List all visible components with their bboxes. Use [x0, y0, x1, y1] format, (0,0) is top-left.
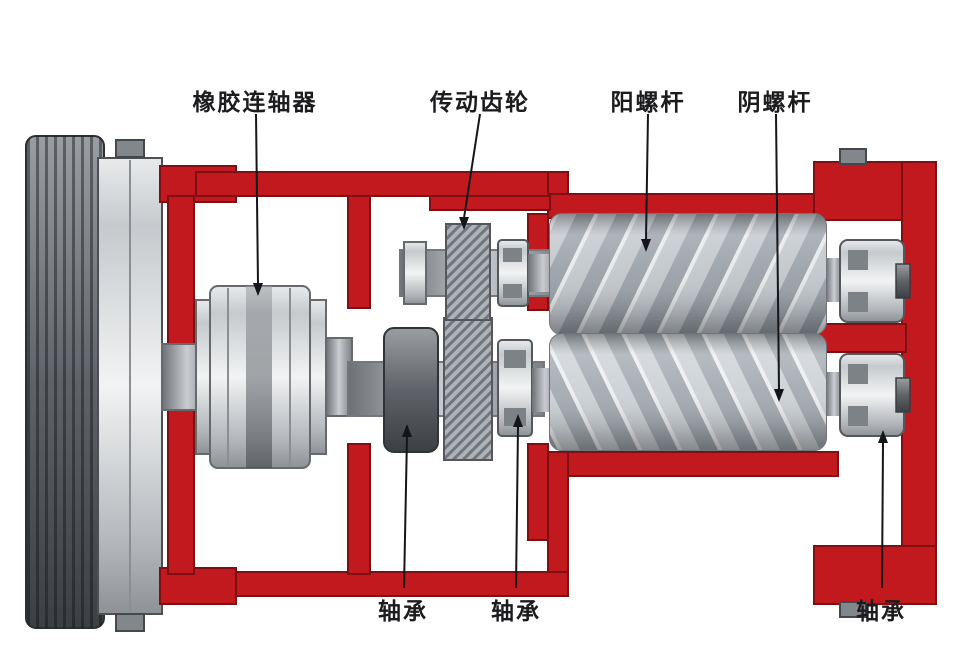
- arrow-drive-gear: [459, 217, 469, 230]
- label-rubber-coupling: 橡胶连轴器: [192, 89, 318, 115]
- arrow-bearing-left: [402, 424, 412, 437]
- upper-bearing-roller-bottom: [503, 284, 522, 298]
- arrow-rubber-coupling: [253, 283, 263, 296]
- leader-drive-gear: [463, 113, 481, 219]
- leader-female-screw: [775, 113, 780, 391]
- female-rotor-shaft-end: [826, 372, 842, 416]
- casing-bearing-separator: [813, 323, 907, 353]
- casing-right-bottom-block: [813, 545, 937, 605]
- leader-bearing-right: [881, 441, 884, 589]
- bearing-right-lower-nut: [895, 377, 911, 413]
- rubber-coupling: [161, 285, 353, 469]
- bolt-bottom-left: [115, 613, 145, 632]
- coupling-rubber-band: [246, 286, 272, 468]
- leader-rubber-coupling: [255, 113, 259, 285]
- leader-bearing-left: [403, 435, 408, 589]
- label-female-screw: 阴螺杆: [737, 89, 813, 115]
- motor-ribs: [26, 136, 104, 628]
- arrow-female-screw: [774, 389, 784, 402]
- upper-shaft-cap: [403, 241, 427, 305]
- bearing-left-hub: [383, 327, 439, 453]
- bearing-right-lower-roller-a: [848, 364, 868, 384]
- coupling-end-cap-right: [309, 299, 327, 455]
- casing-inner-wall-lower: [347, 443, 371, 575]
- male-rotor-shaft-end: [826, 258, 842, 302]
- label-bearing-right: 轴承: [856, 598, 906, 624]
- female-screw-shading: [550, 334, 826, 450]
- bolt-bottom-right: [839, 601, 867, 618]
- casing-screw-bottom: [547, 451, 839, 477]
- gear-train: [347, 223, 561, 461]
- label-bearing-middle: 轴承: [491, 598, 541, 624]
- drive-gear-upper: [445, 223, 491, 321]
- casing-inner-wall-upper: [347, 195, 371, 309]
- screw-rotors: [549, 213, 827, 451]
- casing-top-beam: [195, 171, 569, 197]
- bearing-right-lower-roller-b: [848, 406, 868, 426]
- callout-lines: [253, 113, 888, 589]
- bolt-top-right: [839, 148, 867, 165]
- bearing-right-upper-roller-a: [848, 250, 868, 270]
- casing-gear-wall-lower: [527, 443, 549, 541]
- coupling-end-cap-left: [195, 299, 211, 455]
- drive-gear-lower: [443, 317, 493, 461]
- arrow-bearing-middle: [513, 414, 523, 427]
- arrow-male-screw: [641, 239, 651, 252]
- label-male-screw: 阳螺杆: [610, 89, 686, 115]
- leader-male-screw: [645, 113, 649, 241]
- casing-bolts: [839, 148, 867, 618]
- casing-gear-cover: [429, 195, 551, 211]
- bearing-right-upper-nut: [895, 263, 911, 299]
- right-bearings: [826, 239, 911, 437]
- male-screw-shading: [550, 214, 826, 334]
- bearing-right-upper-roller-b: [848, 292, 868, 312]
- motor-flywheel: [25, 135, 163, 632]
- bolt-top-left: [115, 139, 145, 158]
- upper-bearing-roller-top: [503, 248, 522, 262]
- label-drive-gear: 传动齿轮: [430, 89, 530, 115]
- arrow-bearing-right: [878, 430, 888, 443]
- leader-bearing-middle: [515, 425, 519, 589]
- bearing-middle-roller-top: [504, 350, 526, 368]
- label-bearing-left: 轴承: [378, 598, 428, 624]
